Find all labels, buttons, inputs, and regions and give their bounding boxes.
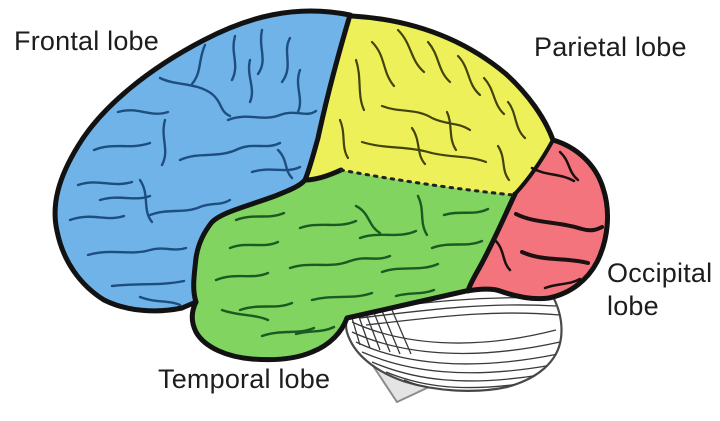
parietal-sulci-lines [338, 28, 527, 182]
brain-outline [52, 8, 610, 363]
label-occipital-lobe: Occipital lobe [607, 258, 713, 321]
label-temporal-lobe: Temporal lobe [158, 364, 331, 394]
occipito-temporal-line [465, 191, 518, 294]
temporo-parietal-dotted-line [339, 168, 515, 197]
temporal-sulci-lines [214, 194, 490, 338]
label-frontal-lobe: Frontal lobe [14, 26, 159, 56]
central-sulcus-line [302, 12, 353, 183]
parieto-occipital-line [513, 138, 555, 196]
frontal-sulci-lines [68, 28, 318, 307]
lateral-sulcus-line [191, 167, 344, 305]
frontal-lobe-shape [55, 11, 351, 311]
label-parietal-lobe: Parietal lobe [534, 32, 687, 62]
parietal-lobe-shape [305, 15, 553, 195]
temporal-lobe-shape [192, 170, 513, 360]
